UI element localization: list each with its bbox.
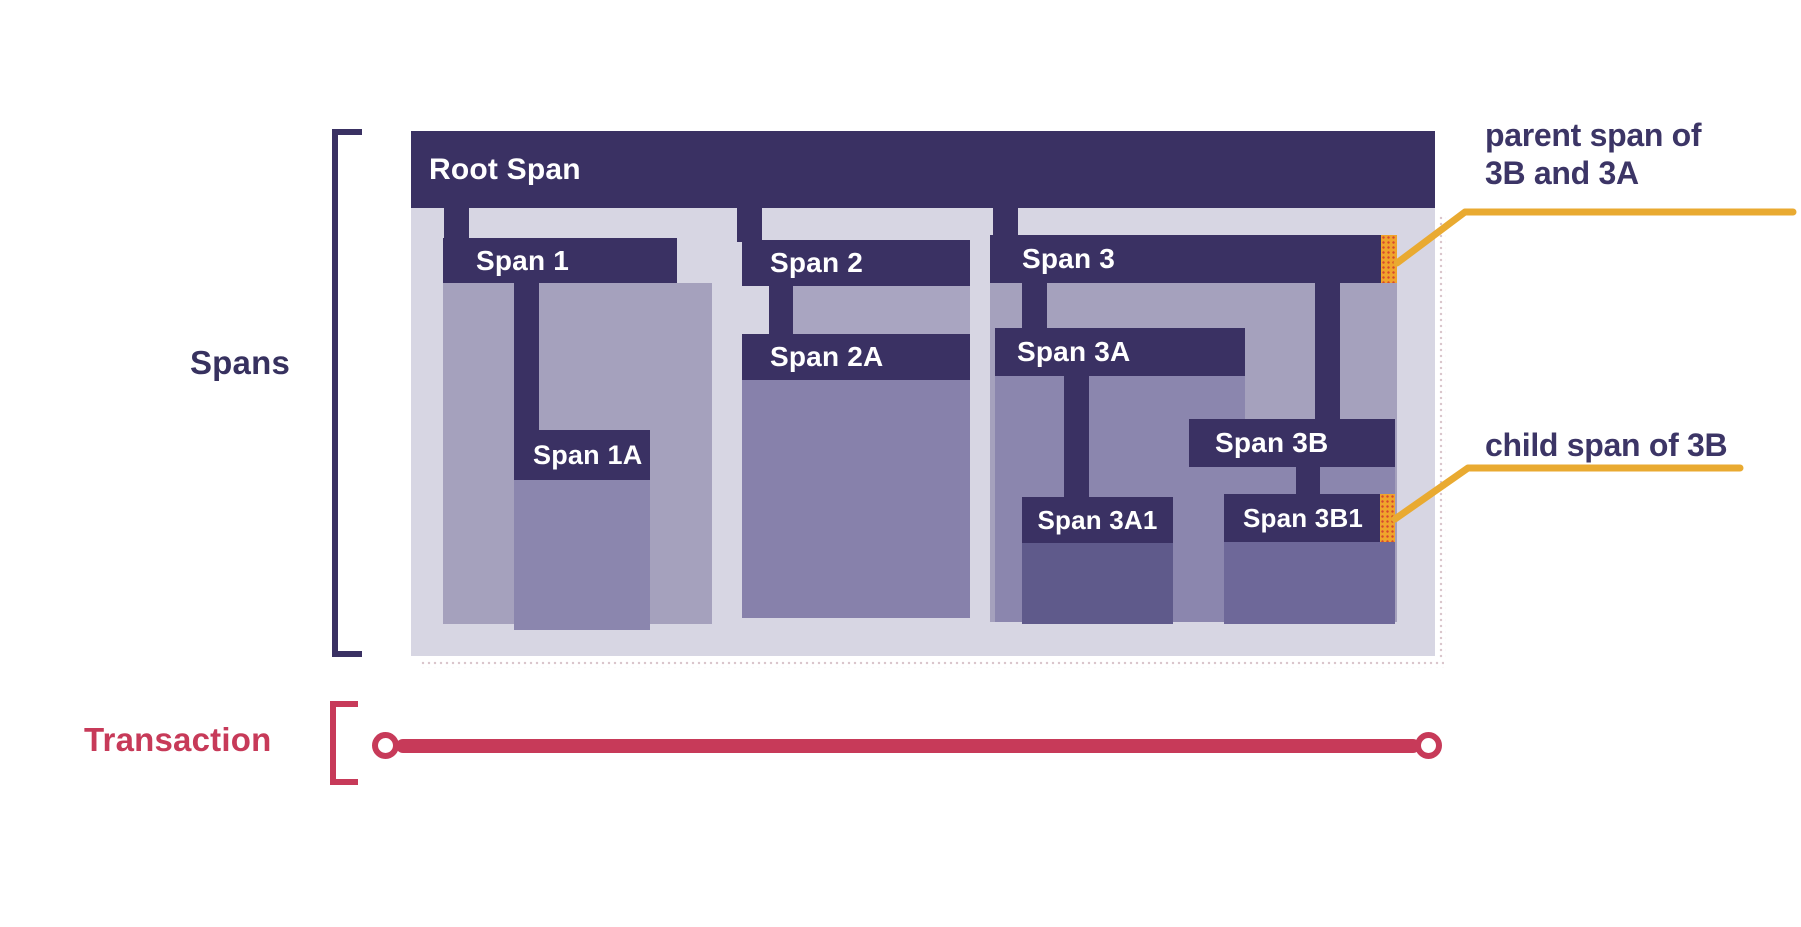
span-3b1-label: Span 3B1 <box>1243 502 1364 533</box>
annotation-parent-span: parent span of 3B and 3A <box>1485 116 1702 192</box>
span-3a-bar: Span 3A <box>995 328 1245 376</box>
span-3b1-highlight-cap <box>1380 494 1395 542</box>
root-span-label: Root Span <box>429 152 581 186</box>
span-3-label: Span 3 <box>1022 243 1116 274</box>
span-2-label: Span 2 <box>770 247 864 278</box>
annotation-parent-span-line2: 3B and 3A <box>1485 155 1639 191</box>
connector-span-3-to-span-3a <box>1022 281 1047 330</box>
span-3b-label: Span 3B <box>1215 427 1329 458</box>
span-3b1-bar: Span 3B1 <box>1224 494 1395 542</box>
timeline-end-circle <box>1415 732 1442 759</box>
span-2a-duration <box>742 378 970 618</box>
span-1a-bar: Span 1A <box>514 430 650 480</box>
span-2-duration <box>793 284 970 336</box>
span-1-bar: Span 1 <box>443 238 677 283</box>
root-span-bar: Root Span <box>411 131 1435 208</box>
spans-bracket-bottom-tick <box>332 651 362 657</box>
transaction-bracket-vertical <box>330 701 336 785</box>
span-3-bar: Span 3 <box>990 235 1397 283</box>
transaction-bracket-bottom-tick <box>330 779 358 785</box>
span-3a1-label: Span 3A1 <box>1037 504 1158 535</box>
parent-span-callout-line <box>1393 208 1797 267</box>
spans-bracket-vertical <box>332 129 338 657</box>
span-3a1-bar: Span 3A1 <box>1022 497 1173 543</box>
timeline-start-circle <box>372 732 399 759</box>
span-3a-label: Span 3A <box>1017 336 1131 367</box>
span-1-label: Span 1 <box>476 244 570 276</box>
connector-root-to-span-3 <box>993 206 1018 237</box>
span-2-bar: Span 2 <box>742 240 970 286</box>
span-2a-label: Span 2A <box>770 341 884 372</box>
child-span-callout-line <box>1391 464 1744 523</box>
spans-label: Spans <box>189 344 291 381</box>
container-bottom-shadow <box>420 660 1444 668</box>
connector-span-1-to-span-1a <box>514 282 539 432</box>
connector-span-3a-to-span-3a1 <box>1064 374 1089 499</box>
span-3b-bar: Span 3B <box>1189 419 1395 467</box>
transaction-label: Transaction <box>84 721 272 758</box>
spans-bracket-top-tick <box>332 129 362 135</box>
container-right-shadow <box>1438 215 1446 660</box>
span-2a-bar: Span 2A <box>742 334 970 380</box>
span-3-highlight-cap <box>1381 235 1397 283</box>
span-1a-label: Span 1A <box>533 439 643 470</box>
connector-span-3-to-span-3b <box>1315 281 1340 421</box>
transaction-timeline <box>396 739 1420 753</box>
span-3b1-duration <box>1224 540 1395 624</box>
annotation-parent-span-line1: parent span of <box>1485 117 1702 153</box>
connector-span-2-to-span-2a <box>769 284 793 336</box>
connector-span-3b-to-span-3b1 <box>1296 465 1320 496</box>
connector-root-to-span-2 <box>737 206 762 242</box>
annotation-child-span: child span of 3B <box>1485 427 1728 463</box>
span-3a1-duration <box>1022 541 1173 624</box>
span-1a-duration <box>514 478 650 630</box>
transaction-bracket-top-tick <box>330 701 358 707</box>
connector-root-to-span-1 <box>444 206 469 240</box>
